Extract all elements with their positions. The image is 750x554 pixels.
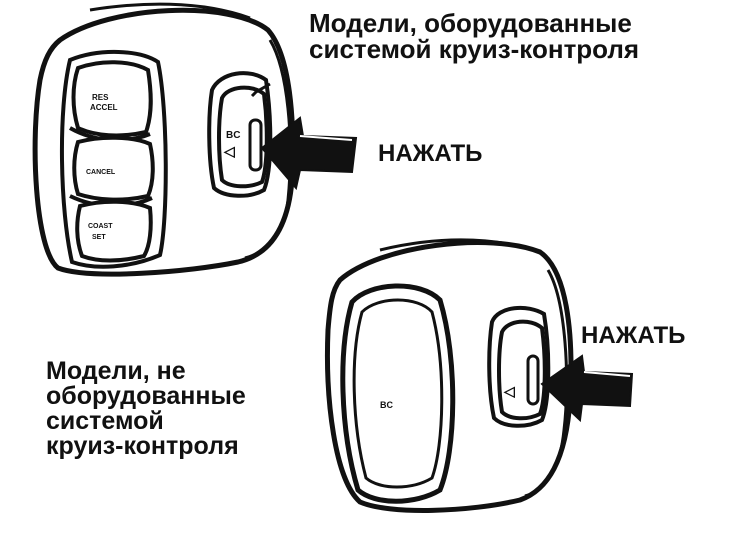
coast-label: COAST [88,223,113,230]
bc-arrow-top: ◁ [223,143,235,159]
switch-assembly-no-cruise: BC ◁ [325,238,634,513]
press-arrow-bottom [540,354,634,423]
res-label: RES [92,93,109,102]
switch-assembly-cruise: RES ACCEL CANCEL COAST SET BC ◁ [32,2,358,277]
press-label-bottom: НАЖАТЬ [581,322,686,349]
press-arrow-top [260,116,358,191]
bc-main-button [352,298,444,489]
accel-label: ACCEL [90,103,118,112]
set-label: SET [92,234,106,241]
caption-bottom-line-1: Модели, не [46,357,186,385]
res-accel-button: RES ACCEL [69,60,153,143]
housing-shadow-top [244,39,292,260]
housing-seam-bottom [379,238,529,252]
bc-arrow-bottom: ◁ [503,383,515,399]
housing-shadow-bottom [524,269,569,498]
caption-with-cruise: Модели, оборудованные системой круиз-кон… [309,10,639,62]
bc-label-top: BC [226,130,240,141]
caption-without-cruise: Модели, не оборудованные системой круиз-… [46,359,246,459]
bc-main-label: BC [380,400,393,410]
caption-bottom-line-3: системой [46,407,164,435]
housing-seam-top [89,2,251,20]
caption-bottom-line-4: круиз-контроля [46,432,239,460]
coast-set-button: COAST SET [75,199,153,263]
cancel-button: CANCEL [69,135,155,208]
caption-bottom-line-2: оборудованные [46,382,246,410]
caption-top-line-1: Модели, оборудованные [309,8,632,38]
caption-top-line-2: системой круиз-контроля [309,34,640,64]
press-label-top: НАЖАТЬ [378,140,483,167]
bc-button-top: BC ◁ [217,82,271,189]
cancel-label: CANCEL [86,169,116,176]
bc-button-bottom: ◁ [497,319,547,421]
